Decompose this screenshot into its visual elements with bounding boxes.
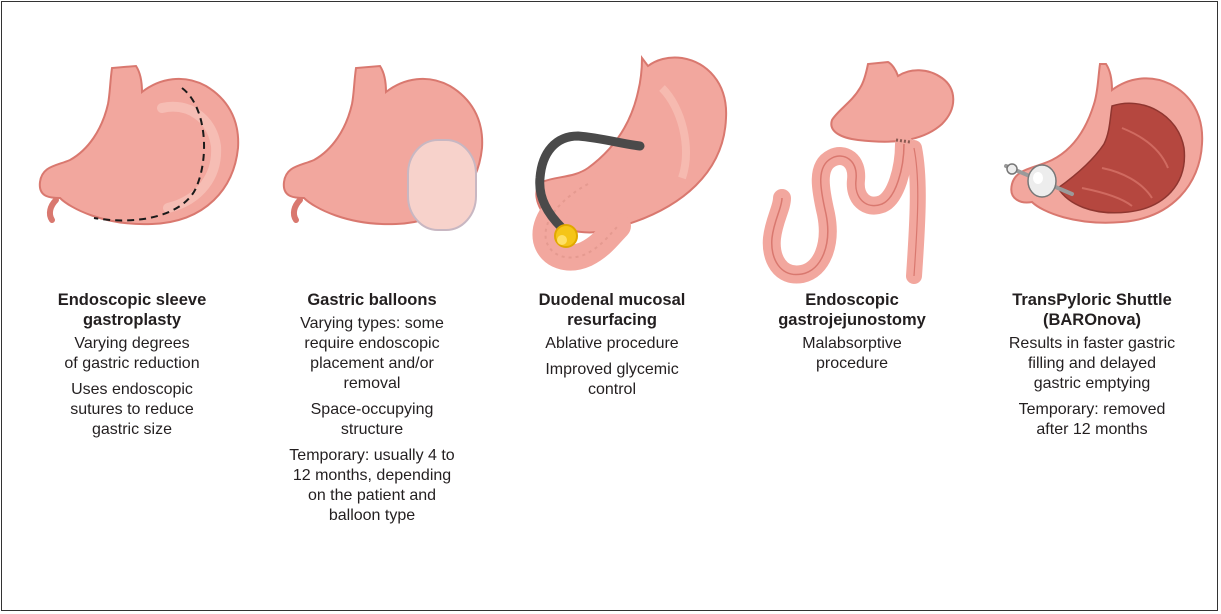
procedure-title: Endoscopic sleeve gastroplasty <box>12 290 252 330</box>
stomach-jejunum-icon <box>732 48 972 288</box>
stomach-endoscope-icon <box>492 48 732 288</box>
procedure-title: Endoscopic gastrojejunostomy <box>732 290 972 330</box>
panel-gastric-balloons: Gastric balloons Varying types: some req… <box>252 0 492 612</box>
panel-duodenal-resurfacing: Duodenal mucosal resurfacing Ablative pr… <box>492 0 732 612</box>
procedure-title: TransPyloric Shuttle (BAROnova) <box>972 290 1212 330</box>
procedure-title: Gastric balloons <box>252 290 492 310</box>
stomach-sleeve-icon <box>12 48 252 288</box>
procedure-description: Temporary: usually 4 to 12 months, depen… <box>252 446 492 526</box>
procedure-description: Temporary: removed after 12 months <box>972 400 1212 440</box>
procedure-description: Ablative procedure <box>492 334 732 354</box>
procedure-description: Space-occupying structure <box>252 400 492 440</box>
procedure-description: Uses endoscopic sutures to reduce gastri… <box>12 380 252 440</box>
panel-gastrojejunostomy: Endoscopic gastrojejunostomy Malabsorpti… <box>732 0 972 612</box>
procedure-description: Varying degrees of gastric reduction <box>12 334 252 374</box>
procedure-description: Malabsorptive procedure <box>732 334 972 374</box>
stomach-shuttle-icon <box>972 48 1212 288</box>
procedure-description: Results in faster gastric filling and de… <box>972 334 1212 394</box>
panel-sleeve-gastroplasty: Endoscopic sleeve gastroplasty Varying d… <box>12 0 252 612</box>
panel-transpyloric-shuttle: TransPyloric Shuttle (BAROnova) Results … <box>972 0 1212 612</box>
procedure-description: Varying types: some require endoscopic p… <box>252 314 492 394</box>
procedure-description: Improved glycemic control <box>492 360 732 400</box>
stomach-balloon-icon <box>252 48 492 288</box>
procedure-title: Duodenal mucosal resurfacing <box>492 290 732 330</box>
